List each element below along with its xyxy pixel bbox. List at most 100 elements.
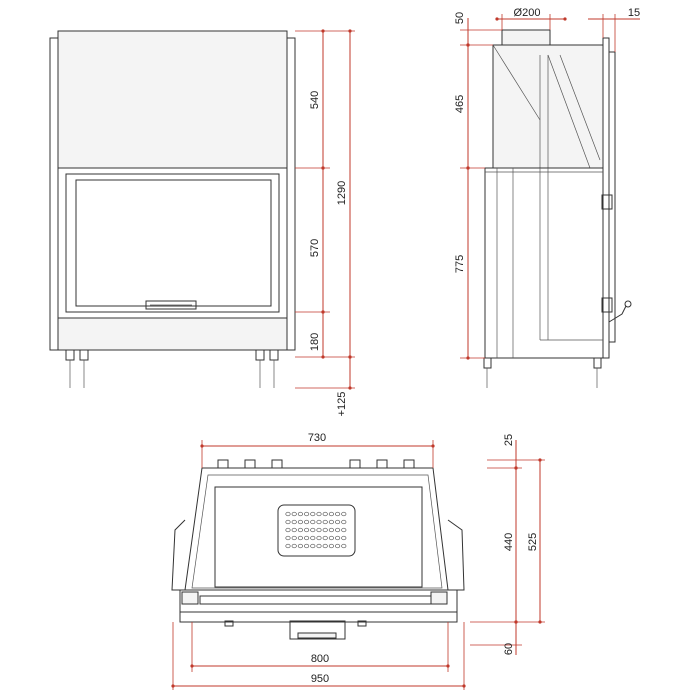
top-dim-top-width: 730: [308, 432, 326, 444]
front-right-post: [286, 37, 296, 351]
side-lower-body: [484, 167, 604, 359]
top-dim-overall-width: 950: [311, 673, 329, 685]
vent-hole: [285, 535, 291, 541]
side-view: Ø200 15 50 465 775: [454, 7, 640, 388]
vent-hole: [304, 519, 310, 525]
front-view: 540 570 180 1290 +125: [49, 29, 355, 417]
side-dimensions: [460, 14, 640, 360]
top-dim-bottom-width: 800: [311, 653, 329, 665]
vent-hole: [310, 519, 316, 525]
vent-hole: [291, 543, 297, 549]
vent-hole: [316, 527, 322, 533]
vent-hole: [322, 535, 328, 541]
vent-hole: [341, 527, 347, 533]
top-vent-grille: [277, 504, 356, 557]
vent-hole: [322, 527, 328, 533]
side-dim-lower: 775: [454, 255, 466, 273]
vent-hole: [341, 519, 347, 525]
vent-hole: [322, 519, 328, 525]
top-vent-holes: [285, 511, 347, 549]
side-latch-lower: [601, 297, 613, 313]
front-base: [57, 317, 288, 351]
vent-hole: [285, 527, 291, 533]
vent-hole: [310, 535, 316, 541]
front-dim-legs: +125: [336, 392, 348, 417]
vent-hole: [291, 511, 297, 517]
vent-hole: [297, 535, 303, 541]
vent-hole: [310, 543, 316, 549]
vent-hole: [297, 511, 303, 517]
front-glass: [75, 179, 272, 307]
vent-hole: [328, 511, 334, 517]
vent-hole: [335, 527, 341, 533]
side-flue-collar: [501, 29, 551, 46]
vent-hole: [291, 519, 297, 525]
vent-hole: [341, 543, 347, 549]
front-dimensions: [295, 29, 355, 390]
top-front-handle: [289, 620, 346, 640]
vent-hole: [322, 543, 328, 549]
vent-hole: [291, 535, 297, 541]
side-front-plate: [602, 37, 610, 359]
vent-hole: [310, 511, 316, 517]
vent-hole: [341, 535, 347, 541]
vent-hole: [335, 543, 341, 549]
vent-hole: [316, 535, 322, 541]
front-door-handle: [145, 300, 197, 310]
front-legs: [65, 349, 279, 388]
vent-hole: [291, 527, 297, 533]
top-dim-front-offset: 60: [503, 643, 515, 655]
top-dim-back-offset: 25: [503, 434, 515, 446]
vent-hole: [297, 543, 303, 549]
vent-hole: [341, 511, 347, 517]
front-door-frame: [57, 167, 288, 319]
vent-hole: [285, 543, 291, 549]
vent-hole: [297, 527, 303, 533]
top-dim-body-depth: 440: [503, 533, 515, 551]
top-left-wing: [171, 519, 186, 591]
front-dim-base: 180: [309, 333, 321, 351]
vent-hole: [328, 519, 334, 525]
vent-hole: [304, 511, 310, 517]
side-dim-wall: 15: [628, 7, 640, 19]
vent-hole: [316, 519, 322, 525]
vent-hole: [316, 543, 322, 549]
side-dim-flue-height: 50: [454, 12, 466, 24]
vent-hole: [285, 519, 291, 525]
front-left-post: [49, 37, 59, 351]
front-dim-hood: 540: [309, 91, 321, 109]
top-inner-panel: [214, 486, 423, 588]
front-dim-total: 1290: [336, 181, 348, 205]
top-studs: [217, 459, 415, 469]
vent-hole: [335, 535, 341, 541]
front-hood: [57, 30, 288, 169]
top-left-bracket: [181, 591, 199, 605]
side-handle-lever: [608, 305, 627, 323]
vent-hole: [316, 511, 322, 517]
vent-hole: [322, 511, 328, 517]
top-body-outline: [184, 467, 449, 591]
vent-hole: [335, 519, 341, 525]
top-dimensions: [171, 440, 545, 690]
vent-hole: [304, 535, 310, 541]
vent-hole: [328, 543, 334, 549]
side-dim-upper: 465: [454, 95, 466, 113]
vent-hole: [335, 511, 341, 517]
vent-hole: [285, 511, 291, 517]
front-door-inner: [65, 173, 280, 313]
vent-hole: [310, 527, 316, 533]
top-view: 730 800 950 25 440 525 60: [171, 432, 545, 690]
vent-hole: [328, 535, 334, 541]
vent-hole: [304, 527, 310, 533]
top-front-rail: [179, 589, 458, 613]
top-right-wing: [447, 519, 465, 591]
vent-hole: [304, 543, 310, 549]
side-latch-upper: [601, 194, 613, 210]
top-right-bracket: [430, 591, 448, 605]
vent-hole: [297, 519, 303, 525]
vent-hole: [328, 527, 334, 533]
top-dim-total-depth: 525: [527, 533, 539, 551]
side-dim-flue-diameter: Ø200: [514, 7, 541, 19]
front-dim-opening: 570: [309, 239, 321, 257]
